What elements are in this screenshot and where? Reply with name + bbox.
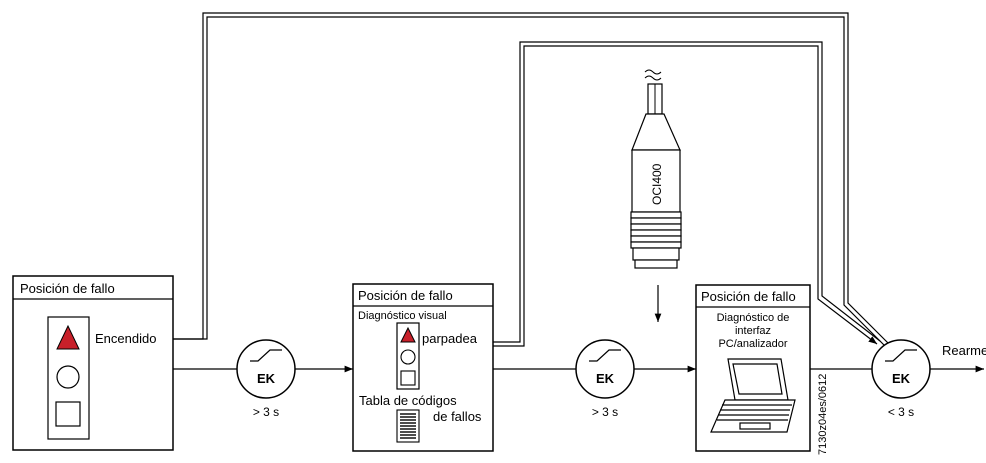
red-triangle-icon (56, 324, 80, 350)
switch-time-label: < 3 s (888, 405, 914, 419)
switch-time-label: > 3 s (592, 405, 618, 419)
ek-label: EK (596, 371, 615, 386)
box3-desc-line1: Diagnóstico de (717, 312, 790, 324)
circle-lamp-icon (400, 349, 416, 365)
bypass-line-top-inner (173, 16, 885, 346)
box2-subtitle: Diagnóstico visual (358, 310, 447, 322)
circle-lamp-icon (56, 365, 80, 389)
flow-lines (173, 12, 984, 373)
fault-box-3: Posición de fallo Diagnóstico de interfa… (695, 284, 829, 455)
output-label: Rearme (942, 343, 986, 358)
box3-title: Posición de fallo (701, 289, 796, 304)
box2-table-line1: Tabla de códigos (359, 393, 457, 408)
ek-switch-3: EK < 3 s (871, 339, 931, 419)
red-triangle-icon (400, 326, 416, 343)
laptop-icon (710, 358, 796, 433)
box3-desc-line3: PC/analizador (718, 338, 787, 350)
ek-switch-2: EK > 3 s (575, 339, 635, 419)
switch-time-label: > 3 s (253, 405, 279, 419)
fault-box-1: Posición de fallo Encendido (12, 275, 174, 451)
box1-lamp-label: Encendido (95, 331, 156, 346)
box1-title: Posición de fallo (20, 281, 115, 296)
box2-table-line2: de fallos (433, 409, 482, 424)
bypass-line-middle-inner (493, 45, 878, 347)
ek-label: EK (257, 371, 276, 386)
fault-box-2: Posición de fallo Diagnóstico visual par… (352, 283, 494, 452)
oci400-adapter: OCI400 (630, 69, 682, 269)
square-lamp-icon (400, 370, 416, 386)
box3-desc-line2: interfaz (735, 325, 771, 337)
ek-switch-1: EK > 3 s (236, 339, 296, 419)
bypass-line-middle (493, 41, 881, 343)
square-lamp-icon (55, 401, 81, 427)
box2-lamp-label: parpadea (422, 331, 478, 346)
box2-title: Posición de fallo (358, 288, 453, 303)
oci400-label: OCI400 (650, 163, 664, 205)
ek-label: EK (892, 371, 911, 386)
fault-code-table-icon (396, 409, 420, 443)
figure-id: 7130z04es/0612 (817, 374, 829, 455)
